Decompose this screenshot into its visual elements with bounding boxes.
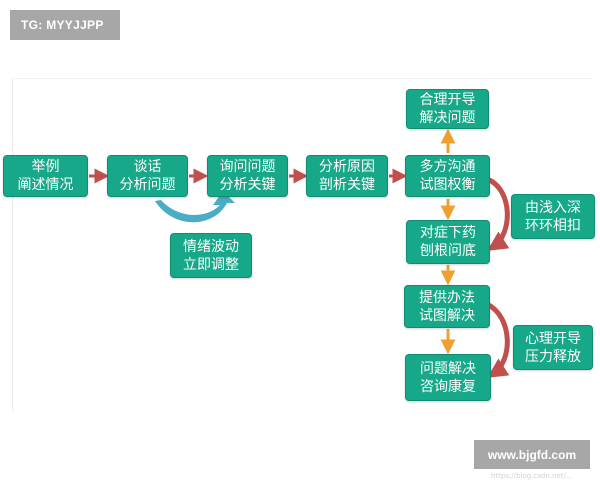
step-node-9: 问题解决 咨询康复 bbox=[405, 354, 491, 401]
step-node-5: 多方沟通 试图权衡 bbox=[405, 155, 490, 197]
step-node-6: 合理开导 解决问题 bbox=[406, 89, 489, 129]
curve-arrow-n8-n9 bbox=[485, 301, 510, 378]
emotion-swoosh bbox=[155, 191, 235, 223]
curve-arrow-n5-n7 bbox=[485, 176, 510, 251]
step-node-1: 举例 阐述情况 bbox=[3, 155, 88, 197]
watermark-bottom: www.bjgfd.com bbox=[474, 440, 590, 469]
flowchart-canvas: 举例 阐述情况 谈话 分析问题 询问问题 分析关键 分析原因 剖析关键 多方沟通… bbox=[3, 78, 595, 480]
step-node-4: 分析原因 剖析关键 bbox=[306, 155, 388, 197]
step-node-3: 询问问题 分析关键 bbox=[207, 155, 288, 197]
step-node-8: 提供办法 试图解决 bbox=[404, 285, 490, 328]
watermark-top: TG: MYYJJPP bbox=[10, 10, 120, 40]
side-note-1: 由浅入深 环环相扣 bbox=[511, 194, 595, 239]
emotion-node: 情绪波动 立即调整 bbox=[170, 233, 252, 278]
side-note-2: 心理开导 压力释放 bbox=[513, 325, 593, 370]
step-node-2: 谈话 分析问题 bbox=[107, 155, 188, 197]
faint-source-url: https://blog.csdn.net/... bbox=[491, 472, 573, 480]
flowchart-arrows bbox=[89, 128, 510, 378]
step-node-7: 对症下药 刨根问底 bbox=[406, 220, 490, 264]
